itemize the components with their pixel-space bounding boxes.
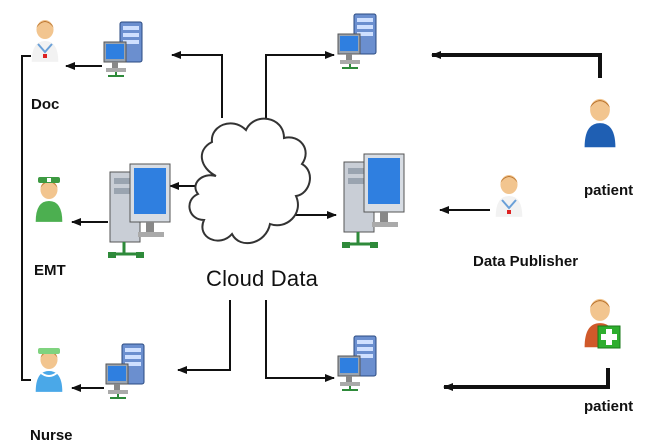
publisher-icon <box>495 175 523 217</box>
cloud-icon <box>188 117 311 244</box>
patient-plus-icon <box>584 298 621 349</box>
cloud-to-doc-server-arrow <box>171 51 223 118</box>
emt-workstation-icon <box>106 162 172 260</box>
left-bracket-line <box>21 55 31 381</box>
nurse-server-icon <box>105 343 145 399</box>
emt-icon <box>35 177 63 222</box>
cloud-to-bottom-server-arrow <box>265 300 335 382</box>
nurse-label: Nurse <box>30 427 73 444</box>
patient-connectors <box>431 51 610 391</box>
patient-bottom-label: patient <box>584 398 634 415</box>
publisher-workstation-icon <box>340 152 406 250</box>
doctor-icon <box>31 20 59 62</box>
patient-top-label: patient <box>584 182 634 199</box>
cloud-to-top-server-arrow <box>265 51 335 122</box>
emt-label: EMT <box>34 262 66 279</box>
cloud-data-label: Cloud Data <box>206 266 319 291</box>
connectors <box>21 51 490 392</box>
patient-top-to-server-arrow <box>431 51 602 78</box>
nurse-icon <box>35 348 63 392</box>
top-right-server-icon <box>337 13 377 69</box>
data-publisher-label: Data Publisher <box>473 253 579 270</box>
bottom-right-server-icon <box>337 335 377 391</box>
doc-server-icon <box>103 21 143 77</box>
patient-bottom-to-server-arrow <box>443 368 610 391</box>
patient-icon <box>584 98 616 148</box>
cloud-to-nurse-server-arrow <box>177 300 231 374</box>
doc-label: Doc <box>31 96 60 113</box>
